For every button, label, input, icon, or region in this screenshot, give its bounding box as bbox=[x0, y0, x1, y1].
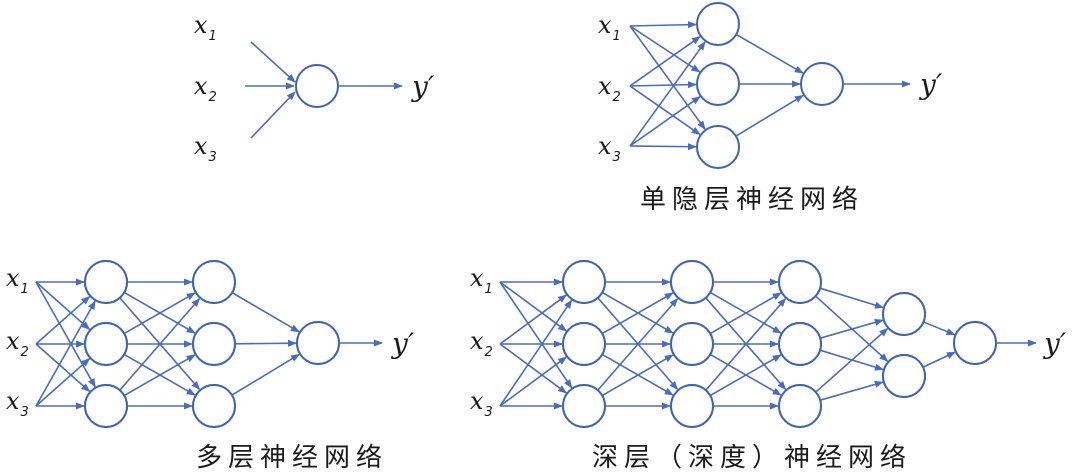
output-node bbox=[296, 321, 340, 365]
hidden-node bbox=[84, 384, 128, 428]
hidden-node bbox=[84, 260, 128, 304]
input-edge bbox=[629, 85, 701, 136]
caption-deep-network: 深层（深度）神经网络 bbox=[592, 443, 912, 472]
input-edge bbox=[35, 300, 96, 407]
input-edge bbox=[35, 357, 91, 407]
output-label: y′ bbox=[1042, 327, 1067, 360]
input-edge bbox=[499, 299, 573, 407]
hidden-edge bbox=[819, 380, 884, 401]
hidden-node bbox=[192, 384, 236, 428]
input-edge bbox=[499, 343, 568, 394]
hidden-edge bbox=[231, 353, 300, 396]
input-label-x1: x1 bbox=[194, 11, 217, 44]
hidden-node bbox=[562, 384, 606, 428]
single-neuron-diagram: x1 x2 x3 y′ bbox=[194, 11, 435, 165]
hidden-node bbox=[670, 322, 714, 366]
input-edge bbox=[35, 343, 91, 393]
input-edge bbox=[250, 91, 296, 139]
caption-multi-layer: 多层神经网络 bbox=[196, 443, 388, 472]
hidden-node bbox=[192, 322, 236, 366]
input-edge bbox=[629, 25, 706, 130]
input-edge bbox=[629, 96, 701, 147]
hidden-edge bbox=[922, 351, 956, 368]
input-label-x1: x1 bbox=[598, 11, 621, 44]
input-label-x2: x2 bbox=[598, 72, 621, 105]
input-edge bbox=[629, 21, 697, 29]
caption-single-hidden-layer: 单隐层神经网络 bbox=[640, 185, 864, 215]
hidden-node bbox=[778, 384, 822, 428]
input-edge bbox=[629, 41, 706, 147]
input-edge bbox=[35, 281, 96, 388]
single-hidden-layer-diagram: x1 x2 x3 y′ bbox=[598, 2, 943, 169]
hidden-edge bbox=[819, 318, 884, 339]
hidden-edge bbox=[709, 292, 782, 335]
hidden-edge bbox=[601, 292, 674, 335]
hidden-edge bbox=[123, 292, 196, 335]
hidden-node bbox=[192, 260, 236, 304]
input-edge bbox=[35, 281, 91, 331]
hidden-edge bbox=[815, 327, 889, 393]
hidden-edge bbox=[601, 354, 674, 397]
hidden-edge bbox=[735, 33, 804, 74]
output-label: y′ bbox=[410, 70, 435, 103]
hidden-edge bbox=[735, 94, 804, 137]
input-label-x2: x2 bbox=[470, 327, 493, 360]
multi-layer-diagram: x1 x2 x3 y′ bbox=[6, 260, 415, 428]
input-edge bbox=[629, 143, 697, 151]
input-edge bbox=[499, 281, 573, 389]
input-label-x1: x1 bbox=[6, 264, 29, 297]
hidden-edge bbox=[819, 287, 884, 309]
hidden-node bbox=[778, 322, 822, 366]
input-edge bbox=[499, 281, 568, 332]
input-label-x1: x1 bbox=[470, 264, 493, 297]
input-edge bbox=[629, 81, 697, 89]
hidden-node bbox=[670, 260, 714, 304]
output-node bbox=[953, 321, 997, 365]
hidden-node bbox=[696, 125, 740, 169]
hidden-node bbox=[670, 384, 714, 428]
hidden-node bbox=[696, 2, 740, 46]
hidden-node bbox=[562, 260, 606, 304]
input-label-x3: x3 bbox=[194, 132, 217, 165]
input-label-x3: x3 bbox=[470, 387, 493, 420]
input-edge bbox=[499, 356, 568, 407]
hidden-node bbox=[562, 322, 606, 366]
hidden-node bbox=[84, 322, 128, 366]
input-label-x3: x3 bbox=[6, 387, 29, 420]
input-edge bbox=[250, 41, 296, 83]
input-edge bbox=[629, 36, 701, 87]
hidden-edge bbox=[119, 297, 201, 391]
hidden-edge bbox=[709, 354, 782, 397]
output-node bbox=[800, 62, 844, 106]
input-edge bbox=[499, 294, 568, 345]
hidden-edge bbox=[597, 297, 679, 391]
input-edge bbox=[35, 295, 91, 345]
hidden-edge bbox=[231, 291, 300, 333]
hidden-edge bbox=[923, 321, 956, 336]
hidden-edge bbox=[234, 339, 297, 347]
hidden-node bbox=[778, 260, 822, 304]
input-label-x2: x2 bbox=[194, 72, 217, 105]
input-label-x2: x2 bbox=[6, 327, 29, 360]
hidden-edge bbox=[123, 354, 196, 397]
hidden-node bbox=[696, 62, 740, 106]
hidden-node bbox=[882, 292, 926, 336]
neuron-node bbox=[295, 64, 339, 108]
output-label: y′ bbox=[918, 68, 943, 101]
hidden-edge bbox=[705, 297, 787, 391]
hidden-node bbox=[882, 354, 926, 398]
output-label: y′ bbox=[390, 327, 415, 360]
deep-network-diagram: x1 x2 x3 y′ bbox=[470, 260, 1067, 428]
input-label-x3: x3 bbox=[598, 132, 621, 165]
